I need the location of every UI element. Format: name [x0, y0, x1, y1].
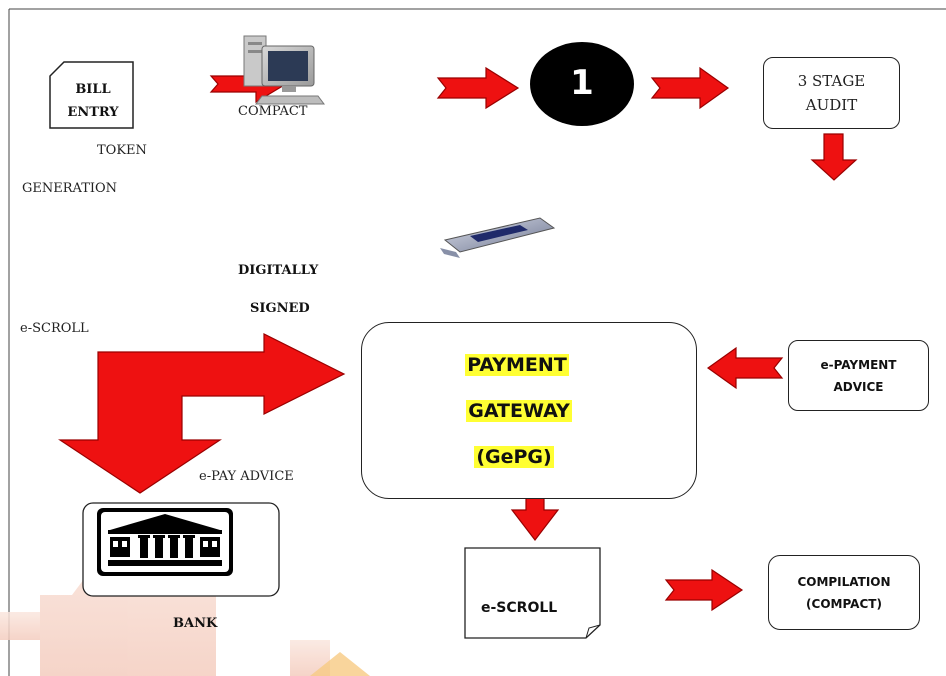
watermark-arrows — [0, 520, 370, 676]
e-scroll-left-label: e-SCROLL — [20, 321, 89, 336]
arrow-step1-to-audit — [650, 66, 730, 110]
arrow-gateway-to-bank — [58, 333, 346, 494]
bill-entry-label: BILL ENTRY — [54, 78, 132, 124]
e-pay-advice-label: e-PAY ADVICE — [199, 469, 294, 484]
bank-label: BANK — [173, 616, 218, 631]
arrow-escroll-to-compilation — [664, 568, 744, 612]
token-label: TOKEN — [97, 143, 147, 158]
step-1-circle — [530, 42, 634, 126]
e-scroll-doc-label: e-SCROLL — [481, 600, 558, 616]
audit-line-1: 3 STAGE — [797, 72, 866, 90]
compact-label: COMPACT — [238, 104, 308, 119]
e-scroll-document — [464, 547, 601, 639]
audit-box: 3 STAGE AUDIT — [763, 57, 900, 129]
usb-token-icon — [440, 217, 556, 258]
bill-entry-box — [49, 61, 134, 129]
signed-label: SIGNED — [250, 301, 310, 316]
bill-entry-line-1: BILL — [75, 82, 111, 97]
bill-entry-line-2: ENTRY — [67, 105, 119, 120]
arrow-advice-to-gateway — [706, 346, 784, 390]
gateway-line-2: GATEWAY — [466, 399, 572, 422]
compilation-line-1: COMPILATION — [797, 574, 891, 589]
gateway-line-1: PAYMENT — [465, 353, 569, 376]
gateway-line-3: (GePG) — [474, 445, 554, 468]
payment-gateway-box: PAYMENT GATEWAY (GePG) — [361, 322, 697, 499]
arrow-audit-down — [810, 133, 858, 181]
e-payment-advice-line-2: ADVICE — [833, 379, 884, 394]
compilation-line-2: (COMPACT) — [806, 596, 882, 611]
arrow-compact-to-step1 — [436, 66, 520, 110]
audit-line-2: AUDIT — [805, 96, 858, 114]
flow-arrows — [58, 64, 858, 612]
bank-building-icon — [97, 508, 233, 576]
e-payment-advice-box: e-PAYMENT ADVICE — [788, 340, 929, 411]
computer-icon — [243, 35, 325, 105]
generation-label: GENERATION — [22, 181, 118, 196]
step-1-number: 1 — [570, 63, 594, 103]
digitally-label: DIGITALLY — [238, 263, 319, 278]
e-payment-advice-line-1: e-PAYMENT — [820, 357, 897, 372]
compilation-box: COMPILATION (COMPACT) — [768, 555, 920, 630]
